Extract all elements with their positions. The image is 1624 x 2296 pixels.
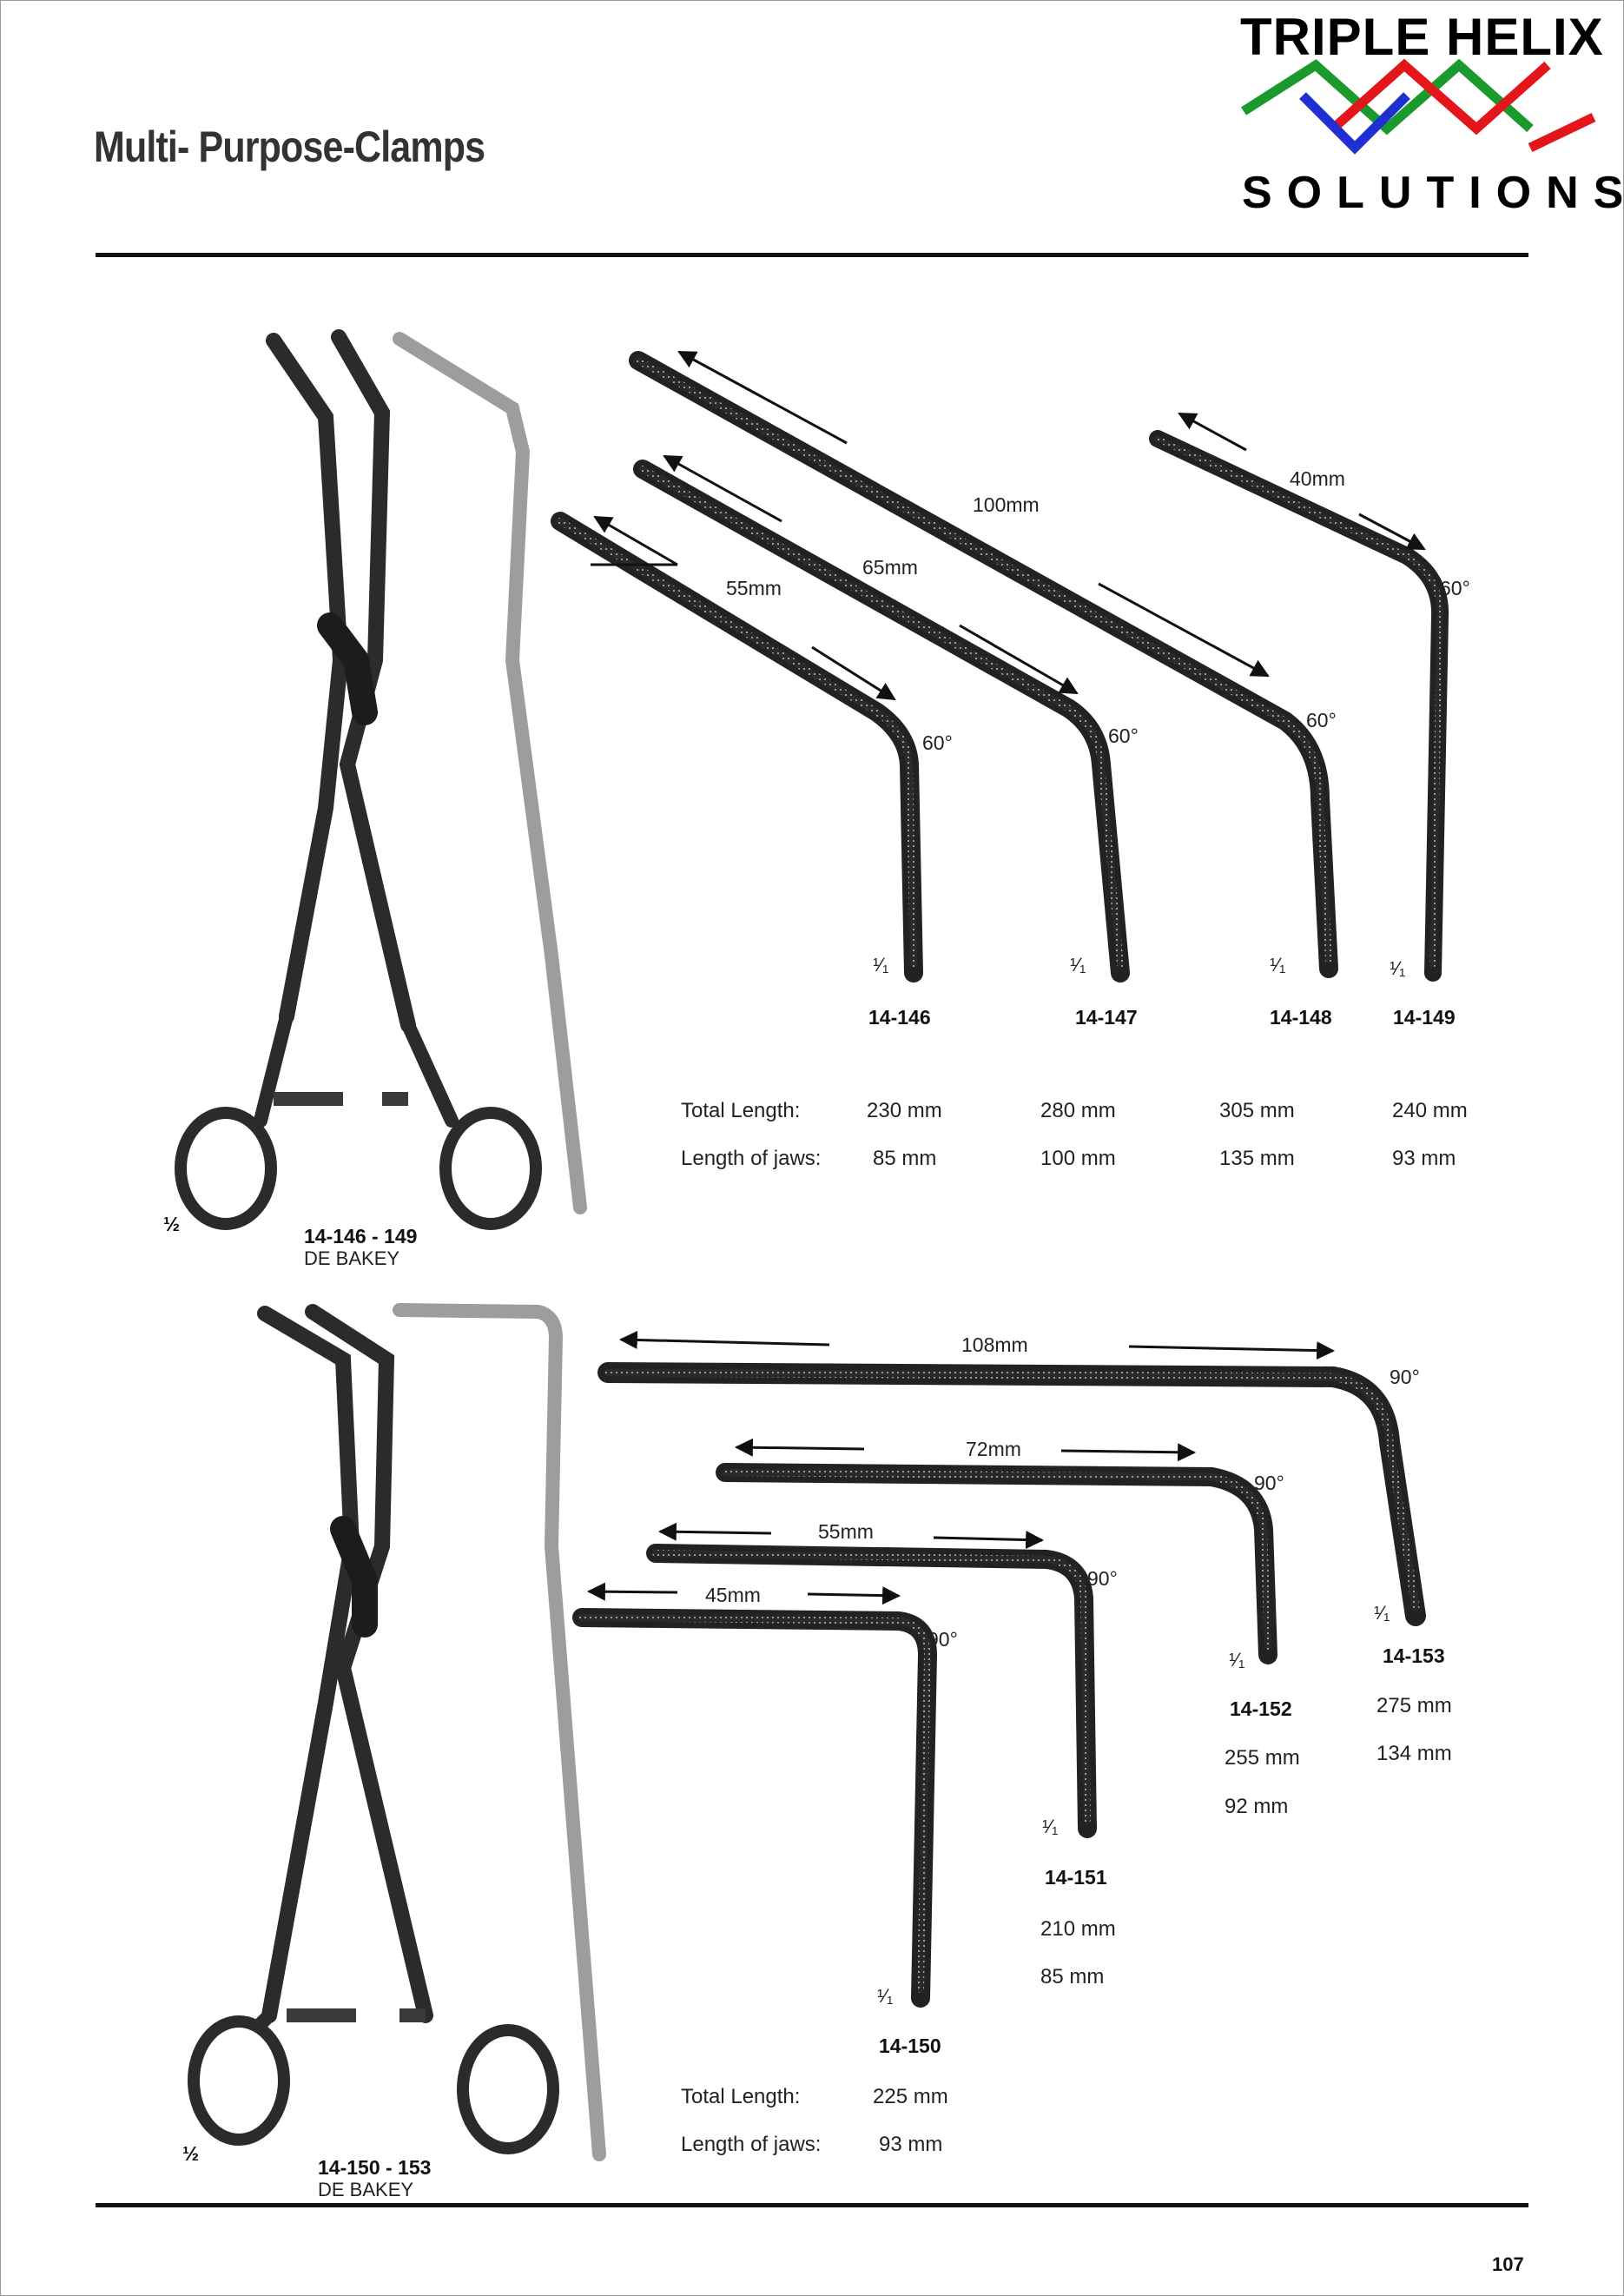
scale-14-151: ¹⁄₁ [1042,1816,1059,1837]
jaws-14-149: 93 mm [1392,1147,1456,1170]
total-length-label-2: Total Length: [681,2085,801,2108]
length-label-14-146: 55mm [726,577,782,599]
logo-helix-icon [1241,58,1596,155]
angle-label-14-151: 90° [1087,1567,1118,1590]
total-14-152: 255 mm [1225,1746,1300,1770]
footer-rule [96,2203,1528,2207]
page-title: Multi- Purpose-Clamps [94,122,485,171]
angle-label-14-152: 90° [1254,1472,1284,1494]
jaw-14-148 [629,351,1338,978]
jaw-14-147 [633,460,1130,983]
code-14-152: 14-152 [1230,1697,1292,1720]
jaw-14-149 [1149,430,1449,982]
jaws-14-153: 134 mm [1376,1742,1452,1765]
total-14-151: 210 mm [1040,1917,1116,1941]
length-label-14-153: 108mm [961,1333,1028,1356]
length-label-14-149: 40mm [1290,467,1345,490]
jaws-14-151: 85 mm [1040,1965,1105,1988]
length-label-14-147: 65mm [862,556,918,579]
code-14-153: 14-153 [1383,1644,1445,1667]
logo-line1: TRIPLE HELIX [1240,8,1604,66]
length-label-14-151: 55mm [818,1520,874,1543]
jaw-14-151 [646,1544,1097,1838]
angle-label-14-149: 60° [1440,577,1470,599]
scale-14-150: ¹⁄₁ [877,1985,894,2007]
angle-label-14-148: 60° [1306,709,1337,731]
logo-line2: SOLUTIONS [1242,168,1624,218]
jaw-14-152 [716,1463,1277,1664]
code-14-150: 14-150 [879,2035,941,2057]
total-14-147: 280 mm [1040,1099,1116,1122]
angle-label-14-153: 90° [1390,1366,1420,1388]
code-14-146: 14-146 [868,1006,931,1029]
code-14-147: 14-147 [1075,1006,1138,1029]
scale-14-147: ¹⁄₁ [1070,954,1086,976]
group-code-1: 14-146 - 149 [304,1225,418,1247]
code-14-151: 14-151 [1045,1866,1107,1889]
total-14-148: 305 mm [1219,1099,1295,1122]
jaws-14-150: 93 mm [879,2133,943,2156]
angle-label-14-147: 60° [1108,725,1139,747]
scale-section1: ½ [163,1213,181,1235]
jaw-14-150 [572,1608,938,2008]
length-label-14-150: 45mm [705,1584,761,1606]
code-14-148: 14-148 [1270,1006,1332,1029]
angle-label-14-146: 60° [922,731,953,754]
jaws-14-147: 100 mm [1040,1147,1116,1170]
group-name-2: DE BAKEY [318,2179,414,2200]
dimension-arrows-2 [586,1330,1336,1605]
total-14-146: 230 mm [867,1099,942,1122]
page-number: 107 [1492,2253,1524,2275]
total-14-150: 225 mm [873,2085,948,2108]
jaws-14-148: 135 mm [1219,1147,1295,1170]
group-code-2: 14-150 - 153 [318,2156,432,2179]
scale-14-149: ¹⁄₁ [1390,957,1406,979]
jaws-14-146: 85 mm [873,1147,937,1170]
length-label-14-152: 72mm [966,1438,1021,1460]
total-length-label-1: Total Length: [681,1099,801,1122]
jaw-14-153 [597,1362,1426,1626]
total-14-153: 275 mm [1376,1694,1452,1717]
angle-label-14-150: 90° [928,1628,958,1651]
group-name-1: DE BAKEY [304,1247,400,1269]
jaws-length-label-2: Length of jaws: [681,2133,822,2156]
jaws-length-label-1: Length of jaws: [681,1147,822,1170]
code-14-149: 14-149 [1393,1006,1456,1029]
clamp-illustration-2 [188,1303,606,2161]
dimension-arrows-1 [591,350,1426,701]
jaws-14-152: 92 mm [1225,1795,1289,1818]
scale-section2: ½ [182,2142,200,2165]
length-label-14-148: 100mm [973,493,1040,516]
scale-14-146: ¹⁄₁ [873,954,889,976]
scale-14-152: ¹⁄₁ [1229,1649,1245,1671]
header-rule [96,253,1528,257]
jaw-14-146 [551,512,923,983]
scale-14-153: ¹⁄₁ [1374,1602,1390,1624]
scale-14-148: ¹⁄₁ [1270,954,1286,976]
total-14-149: 240 mm [1392,1099,1468,1122]
clamp-illustration-1 [175,329,587,1230]
